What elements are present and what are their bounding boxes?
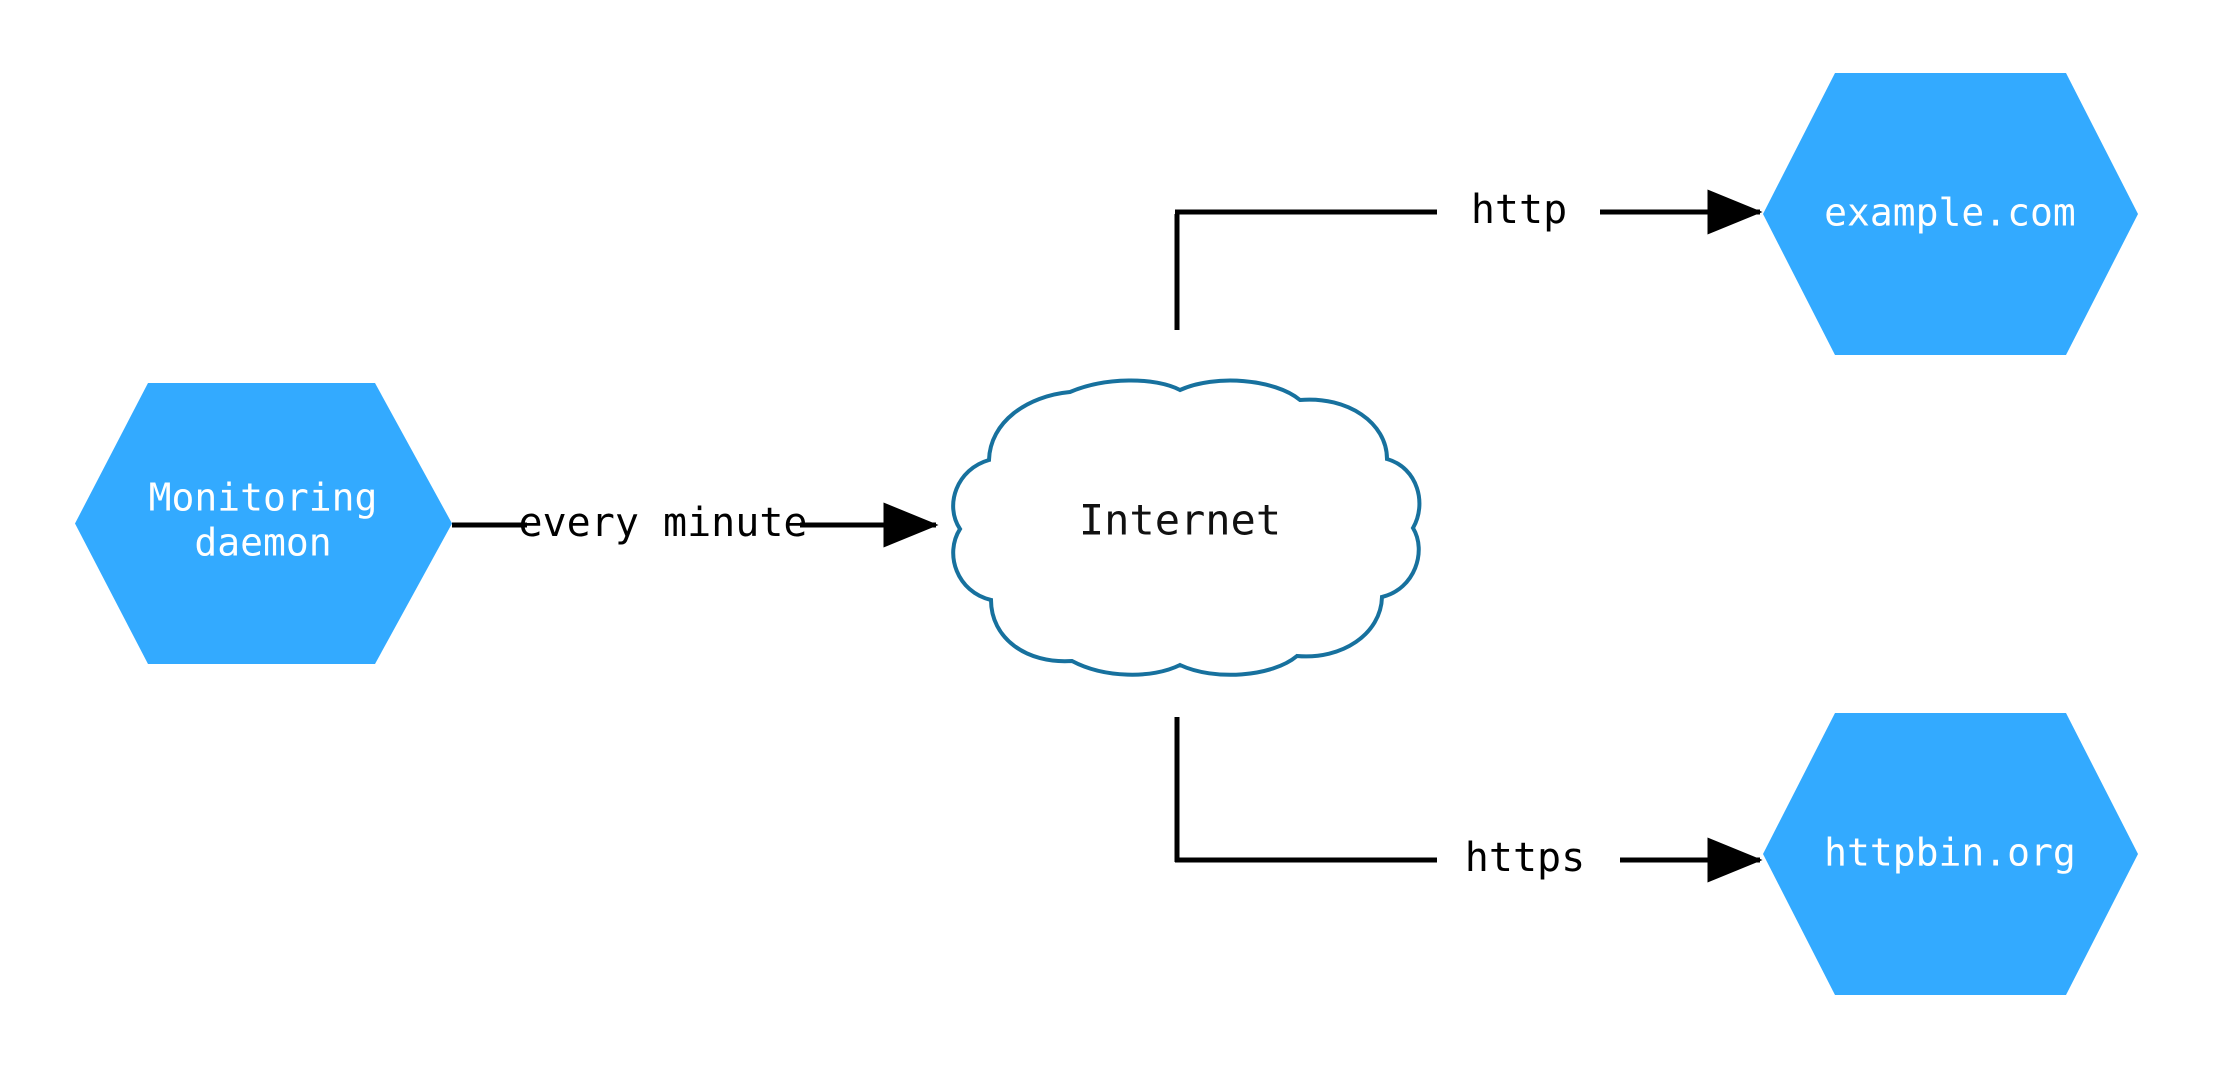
edge-label-https: https: [1465, 835, 1585, 881]
edge-daemon-to-internet: every minute: [452, 500, 939, 548]
node-label-line2: daemon: [194, 521, 331, 565]
node-httpbin-org[interactable]: httpbin.org: [1763, 713, 2138, 995]
node-monitoring-daemon[interactable]: Monitoring daemon: [75, 383, 452, 664]
node-label-internet: Internet: [1079, 496, 1281, 545]
cloud-shape: [951, 378, 1422, 677]
node-example-com[interactable]: example.com: [1763, 73, 2138, 355]
hexagon-shape: [75, 383, 452, 664]
edge-label-every-minute: every minute: [519, 500, 808, 546]
node-label-example-com: example.com: [1824, 191, 2076, 235]
node-internet[interactable]: Internet: [951, 378, 1422, 677]
node-label-httpbin-org: httpbin.org: [1824, 831, 2076, 875]
edge-label-http: http: [1471, 187, 1567, 233]
hexagon-shape: [1763, 73, 2138, 355]
edge-internet-to-httpbin: https: [1174, 717, 1763, 883]
hexagon-shape: [1763, 713, 2138, 995]
node-label-line1: Monitoring: [149, 476, 378, 520]
edge-internet-to-example: http: [1174, 187, 1763, 330]
